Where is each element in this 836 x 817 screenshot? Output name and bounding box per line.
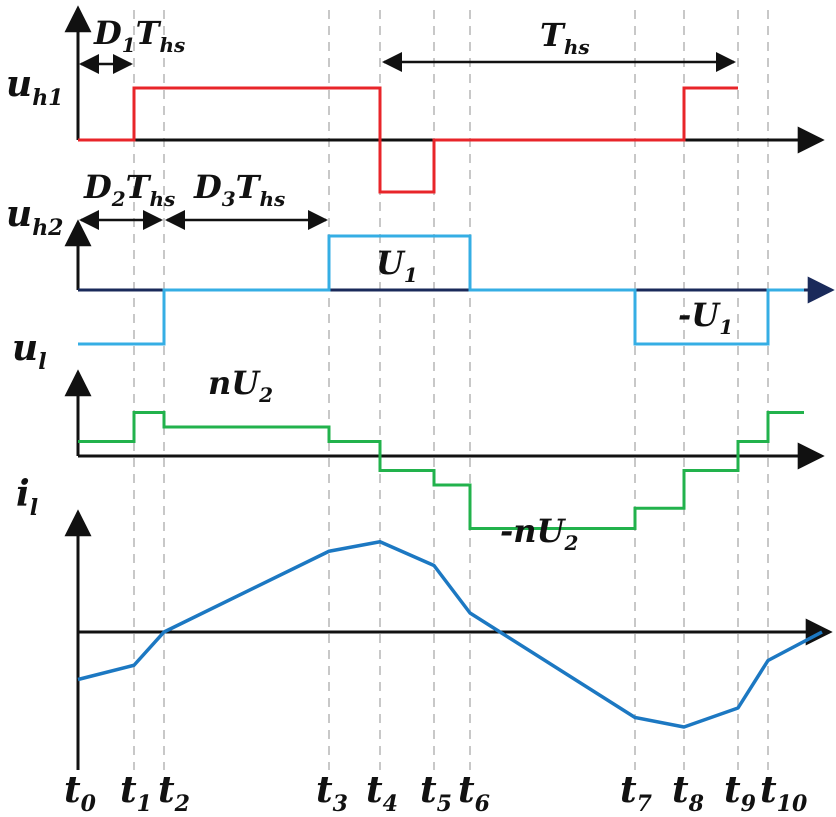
d2ths-label: D2Ths [83,168,175,211]
u1-label: U1 [376,244,418,287]
time-label-t8: t8 [672,769,704,817]
il-waveform [77,540,823,729]
ul-waveform [78,411,804,530]
d3ths-label: D3Ths [193,168,285,211]
uh1-waveform [78,86,738,194]
time-label-t10: t10 [760,769,808,817]
time-labels: t0 t1 t2 t3 t4 t5 t6 t7 t8 t9 t10 [64,769,808,817]
time-label-t1: t1 [120,769,152,817]
uh1-signal-label: uh1 [6,63,64,111]
il-signal-label: il [16,473,38,521]
nu2-label: nU2 [208,364,273,407]
time-label-t6: t6 [458,769,490,817]
neg-u1-label: -U1 [678,296,733,339]
time-label-t9: t9 [724,769,756,817]
ths-label: Ths [540,16,590,59]
ul-signal-label: ul [12,327,47,375]
d1ths-label: D1Ths [93,14,185,57]
dimension-arrows [79,52,736,230]
uh2-waveform [78,234,804,346]
horizontal-axes [78,126,835,646]
time-label-t3: t3 [316,769,348,817]
neg-nu2-label: -nU2 [500,512,578,555]
time-label-t2: t2 [158,769,190,817]
time-label-t4: t4 [366,769,398,817]
time-label-t5: t5 [420,769,452,817]
uh2-signal-label: uh2 [6,193,64,241]
time-label-t0: t0 [64,769,97,817]
time-label-t7: t7 [620,769,653,817]
